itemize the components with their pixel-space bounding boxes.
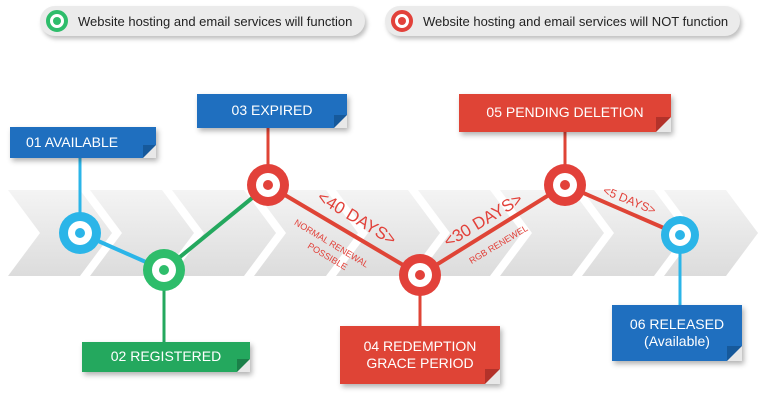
stage-pending-deletion-box: 05 PENDING DELETION <box>459 94 671 132</box>
stage-available-box: 01 AVAILABLE <box>10 127 156 158</box>
stage-released-label-line1: 06 RELEASED <box>629 315 725 332</box>
red-dot-icon <box>391 10 413 32</box>
legend-green: Website hosting and email services will … <box>40 6 365 36</box>
green-dot-icon <box>46 10 68 32</box>
node-expired <box>247 164 289 206</box>
node-available <box>59 212 101 254</box>
node-registered <box>143 249 185 291</box>
stage-expired-label: 03 EXPIRED <box>231 102 313 119</box>
stage-redemption-box: 04 REDEMPTION GRACE PERIOD <box>340 326 500 384</box>
node-redemption <box>399 254 441 296</box>
corner-fold <box>334 115 347 128</box>
legend-green-label: Website hosting and email services will … <box>78 13 353 29</box>
node-pending-deletion <box>544 164 586 206</box>
stage-registered-label: 02 REGISTERED <box>110 348 222 365</box>
corner-fold <box>727 346 742 361</box>
stage-released-label-line2: (Available) <box>644 333 710 349</box>
stage-registered-box: 02 REGISTERED <box>82 342 250 372</box>
stage-pending-deletion-label: 05 PENDING DELETION <box>486 104 644 121</box>
corner-fold <box>656 117 671 132</box>
corner-fold <box>485 369 500 384</box>
stage-expired-box: 03 EXPIRED <box>197 94 347 128</box>
legend-red: Website hosting and email services will … <box>385 6 740 36</box>
corner-fold <box>143 145 156 158</box>
legend-red-label: Website hosting and email services will … <box>423 13 729 29</box>
corner-fold <box>237 359 250 372</box>
stage-released-box: 06 RELEASED (Available) <box>612 305 742 361</box>
stage-redemption-label-line1: 04 REDEMPTION <box>363 337 477 354</box>
stage-redemption-label-line2: GRACE PERIOD <box>366 355 474 371</box>
chevron-band <box>8 190 758 276</box>
node-released <box>661 216 699 254</box>
stage-available-label: 01 AVAILABLE <box>26 133 119 150</box>
